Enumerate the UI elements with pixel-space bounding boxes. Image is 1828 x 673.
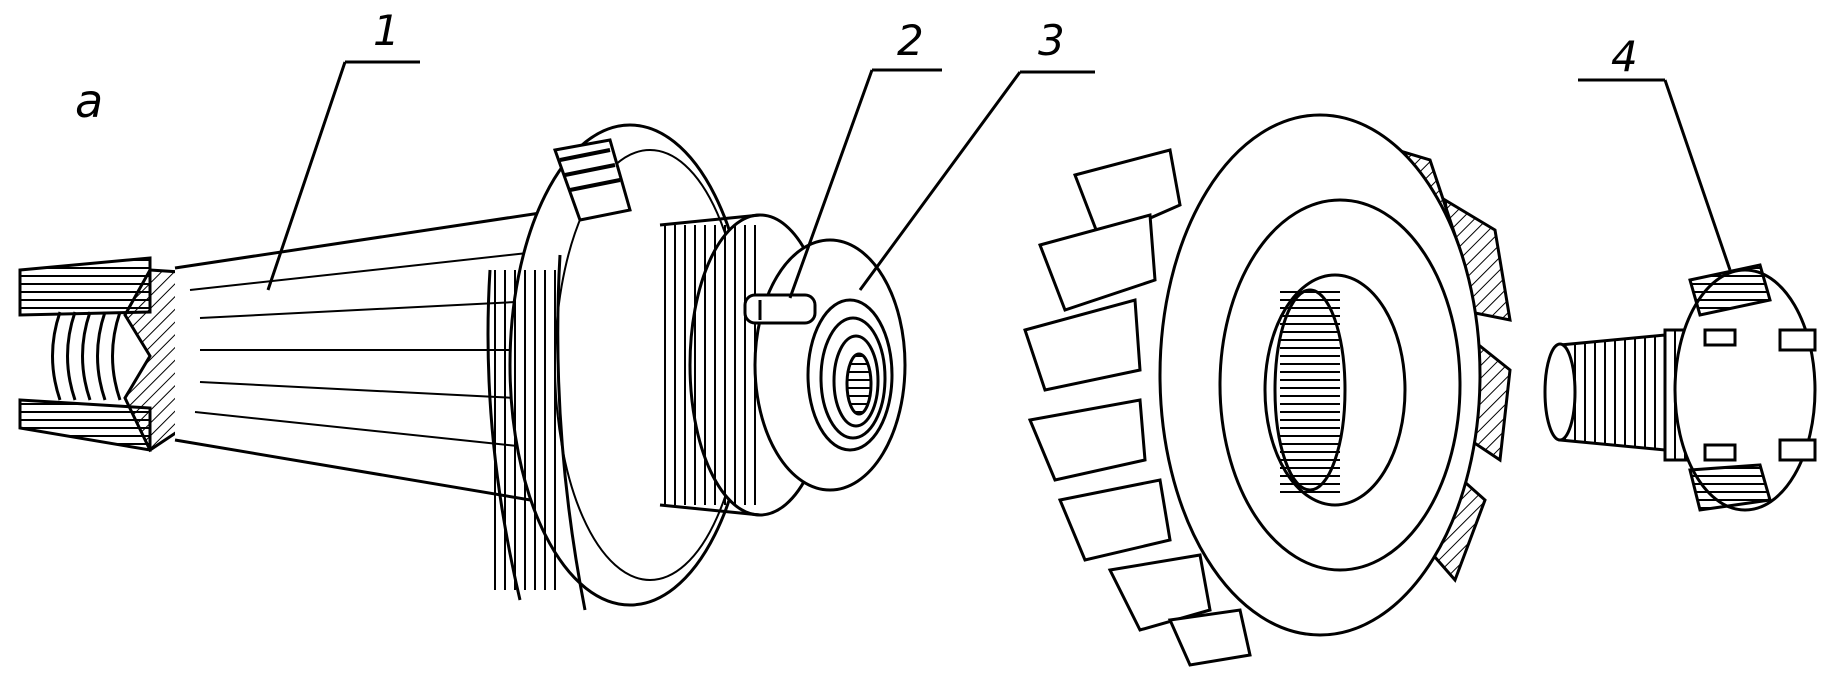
leader-lines [266, 60, 1732, 299]
callout-number-3: 3 [1038, 16, 1065, 65]
callout-number-1: 1 [373, 6, 400, 55]
key-part [743, 293, 817, 325]
arbor-threaded-tail [18, 256, 152, 452]
leader-line-3 [858, 70, 1095, 291]
callout-number-4: 4 [1611, 32, 1638, 81]
cutter-teeth [1023, 148, 1252, 667]
panel-label: a [75, 74, 104, 128]
arbor-part [18, 123, 907, 611]
leader-line-2 [788, 68, 942, 299]
callout-number-2: 2 [897, 16, 924, 65]
milling-cutter [1023, 113, 1512, 667]
arbor-nose-bore [753, 238, 907, 492]
screw-part [1543, 263, 1817, 512]
leader-line-1 [266, 60, 420, 291]
leader-line-4 [1578, 78, 1732, 271]
